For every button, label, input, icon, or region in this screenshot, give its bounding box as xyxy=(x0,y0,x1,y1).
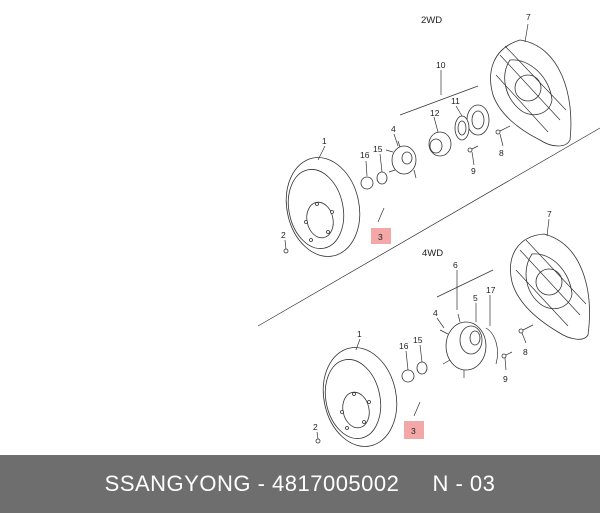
callout-8-2wd: 8 xyxy=(499,148,504,158)
abs-sensor-4wd xyxy=(485,327,498,365)
brand-name: SSANGYONG xyxy=(104,471,251,496)
callout-3-4wd: 3 xyxy=(411,426,416,436)
bolt-2wd-8 xyxy=(495,125,511,135)
callout-6-4wd: 6 xyxy=(453,260,458,270)
highlight-3-2wd xyxy=(371,228,391,244)
callout-8-4wd: 8 xyxy=(523,347,528,357)
highlight-3-4wd xyxy=(404,421,424,439)
callout-1-4wd: 1 xyxy=(357,329,362,339)
callout-7-4wd: 7 xyxy=(547,209,552,219)
callout-9-2wd: 9 xyxy=(471,166,476,176)
callout-1-2wd: 1 xyxy=(322,136,327,146)
bearing-parts-2wd xyxy=(428,104,490,157)
callout-12-2wd: 12 xyxy=(430,108,440,118)
dust-shield-2wd xyxy=(490,39,572,147)
hub-4wd xyxy=(439,313,487,378)
callout-11-2wd: 11 xyxy=(451,96,460,106)
footer-bar: SSANGYONG - 4817005002 N - 03 xyxy=(0,455,600,513)
callout-7-2wd: 7 xyxy=(526,12,531,22)
bolt-4wd-8 xyxy=(518,324,534,334)
nut-4wd xyxy=(401,369,415,383)
leader-lines-4wd xyxy=(316,218,550,440)
diagram-reference: N - 03 xyxy=(432,471,496,496)
section-label-2wd: 2WD xyxy=(421,15,442,26)
brake-disc-2wd xyxy=(285,157,361,257)
part-number: 4817005002 xyxy=(272,471,400,496)
screw-2-4wd xyxy=(315,438,321,444)
callout-16-4wd: 16 xyxy=(399,341,409,351)
wheel-stud-4wd xyxy=(413,401,421,417)
callout-10-2wd: 10 xyxy=(436,60,446,70)
callout-16-2wd: 16 xyxy=(360,150,370,160)
dust-shield-4wd xyxy=(510,233,590,340)
bolt-4wd-9 xyxy=(501,351,513,359)
parts-diagram: 2WD xyxy=(257,12,600,447)
callout-2-2wd: 2 xyxy=(281,230,286,240)
section-divider xyxy=(257,127,600,327)
callout-5-4wd: 5 xyxy=(473,293,478,303)
brake-disc-4wd xyxy=(322,347,398,447)
screw-2-2wd xyxy=(283,248,289,254)
spacer xyxy=(399,471,432,497)
separator: - xyxy=(250,471,273,496)
bolt-2wd-9 xyxy=(467,145,479,153)
section-label-4wd: 4WD xyxy=(422,248,443,259)
callout-4-4wd: 4 xyxy=(433,308,438,318)
callout-4-2wd: 4 xyxy=(391,124,396,134)
leader-lines-2wd xyxy=(284,23,529,250)
callout-3-2wd: 3 xyxy=(378,232,383,242)
washer-2wd xyxy=(376,171,388,185)
callout-17-4wd: 17 xyxy=(486,285,496,295)
callout-9-4wd: 9 xyxy=(503,374,508,384)
callout-2-4wd: 2 xyxy=(313,422,318,432)
wheel-stud-2wd xyxy=(377,207,385,223)
callout-15-4wd: 15 xyxy=(413,335,423,345)
hub-2wd xyxy=(385,140,417,179)
nut-2wd xyxy=(360,176,374,190)
callout-15-2wd: 15 xyxy=(373,144,383,154)
washer-4wd xyxy=(416,361,428,375)
